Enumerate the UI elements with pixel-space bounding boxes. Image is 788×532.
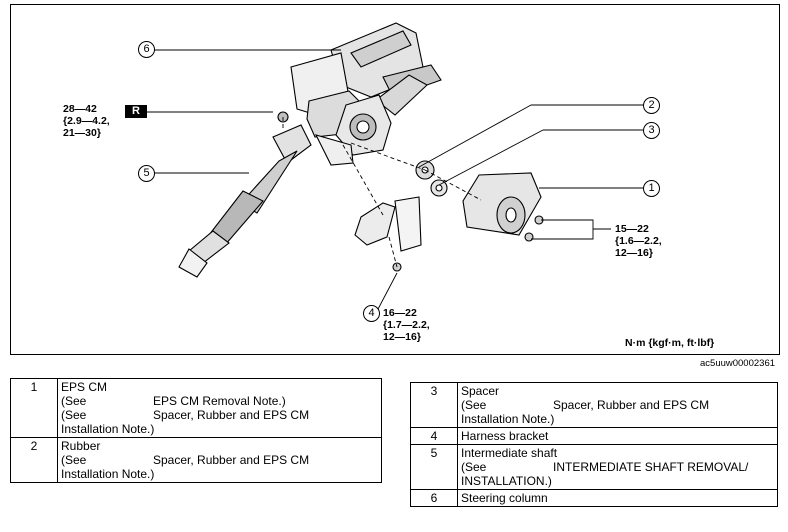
- part-number: 6: [410, 489, 458, 507]
- diagram-drawing: [139, 22, 643, 312]
- torque-spec-left: 28—42 {2.9—4.2, 21—30}: [63, 103, 110, 139]
- table-row: 4 Harness bracket: [410, 427, 778, 445]
- callout-2: 2: [643, 97, 660, 114]
- table-row: 6 Steering column: [410, 489, 778, 507]
- reference-link[interactable]: EPS CM Removal Note.): [153, 394, 286, 408]
- reference-link[interactable]: Spacer, Rubber and EPS CM: [153, 408, 310, 422]
- callout-1: 1: [643, 180, 660, 197]
- reuse-r-badge: R: [125, 105, 147, 118]
- callout-6: 6: [138, 41, 155, 58]
- intermediate-shaft-drawing: [178, 111, 312, 278]
- part-number: 5: [410, 444, 458, 490]
- reference-link[interactable]: INTERMEDIATE SHAFT REMOVAL/: [553, 460, 749, 474]
- torque-units: N·m {kgf·m, ft·lbf}: [625, 337, 715, 349]
- harness-bracket-drawing: [354, 196, 422, 272]
- eps-cm-drawing: [462, 172, 544, 242]
- rubber-spacer-drawing: [415, 160, 448, 197]
- callout-5: 5: [138, 165, 155, 182]
- reference-link[interactable]: Spacer, Rubber and EPS CM: [553, 398, 710, 412]
- part-description: Steering column: [457, 489, 778, 507]
- part-description: Harness bracket: [457, 427, 778, 445]
- torque-spec-bottom: 16—22 {1.7—2.2, 12—16}: [383, 307, 430, 343]
- torque-spec-right: 15—22 {1.6—2.2, 12—16}: [615, 223, 662, 259]
- callout-3: 3: [643, 122, 660, 139]
- part-number: 1: [10, 378, 58, 438]
- steering-column-drawing: [290, 22, 442, 166]
- part-number: 2: [10, 437, 58, 483]
- reference-link[interactable]: Spacer, Rubber and EPS CM: [153, 453, 310, 467]
- callout-4: 4: [363, 305, 380, 322]
- figure-id: ac5uuw00002361: [700, 358, 776, 369]
- part-number: 3: [410, 382, 458, 428]
- part-number: 4: [410, 427, 458, 445]
- exploded-diagram: 6 5 2 3 1 4 R 28—42 {2.9—4.2, 21—30} 15—…: [10, 4, 780, 355]
